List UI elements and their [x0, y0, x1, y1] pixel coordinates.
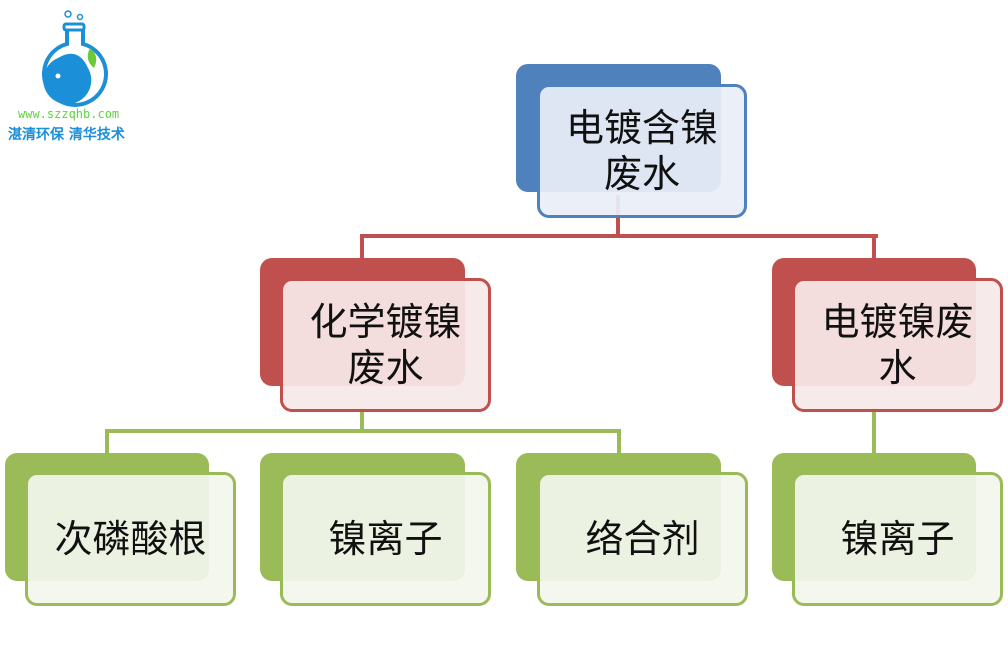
logo-tagline: 湛清环保 清华技术	[8, 127, 125, 143]
node-label: 镍离子	[328, 517, 443, 561]
node-label: 电镀含镍废水	[565, 106, 718, 196]
connector	[360, 234, 878, 238]
node-label: 镍离子	[840, 517, 955, 561]
connector	[105, 429, 621, 433]
flask-icon	[42, 10, 108, 107]
node-label: 次磷酸根	[54, 517, 207, 561]
connector	[617, 429, 621, 455]
node-label: 化学镀镍废水	[309, 300, 462, 390]
logo-url: www.szzqhb.com	[18, 107, 120, 121]
connector	[360, 234, 364, 260]
connector	[872, 234, 876, 260]
node-label: 络合剂	[585, 517, 700, 561]
connector	[360, 408, 364, 433]
connector	[872, 408, 876, 455]
connector	[105, 429, 109, 455]
node-label: 电镀镍废水	[821, 300, 974, 390]
